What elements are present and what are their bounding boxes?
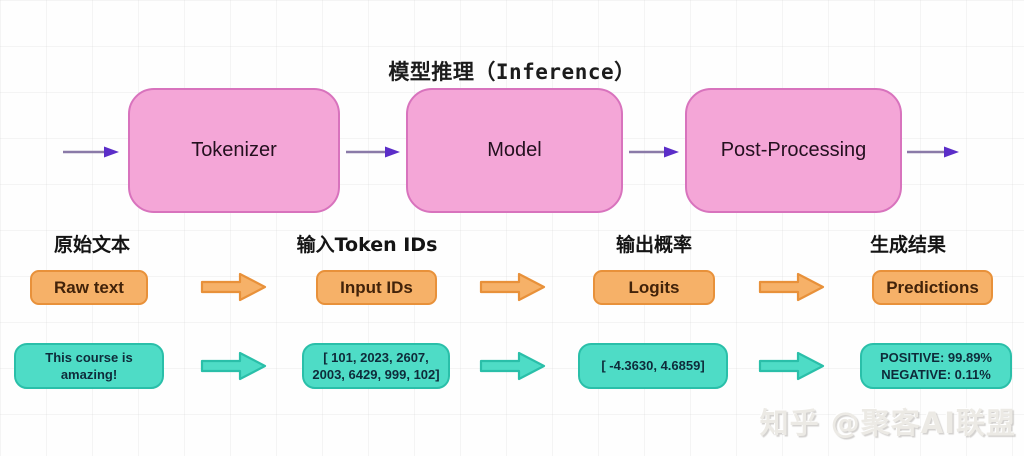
block-arrow-right-icon	[479, 351, 546, 381]
stage-box-post-processing: Post-Processing	[685, 88, 902, 213]
stage-box-tokenizer: Tokenizer	[128, 88, 340, 213]
example-line: This course is	[45, 349, 133, 365]
stage-label: Tokenizer	[191, 139, 277, 161]
example-box-raw-text: This course is amazing!	[14, 343, 164, 389]
example-line: [ 101, 2023, 2607,	[323, 349, 429, 365]
concept-label: Input IDs	[340, 277, 413, 297]
arrow-right-icon	[346, 146, 400, 158]
block-arrow-right-icon	[758, 272, 825, 302]
diagram-title: 模型推理（Inference）	[388, 60, 636, 84]
example-line: 2003, 6429, 999, 102]	[312, 367, 440, 382]
block-arrow-right-icon	[200, 351, 267, 381]
arrow-right-icon	[63, 146, 119, 158]
concept-box-logits: Logits	[593, 270, 715, 305]
arrow-right-icon	[907, 146, 959, 158]
stage-box-model: Model	[406, 88, 623, 213]
zhihu-watermark: 知乎 @聚客AI联盟	[759, 406, 1016, 440]
stage-label: Post-Processing	[720, 139, 867, 161]
row-label-generated-results: 生成结果	[869, 234, 946, 256]
concept-label: Predictions	[886, 277, 979, 297]
block-arrow-right-icon	[758, 351, 825, 381]
concept-box-input-ids: Input IDs	[316, 270, 437, 305]
example-line: amazing!	[60, 367, 118, 382]
row-label-raw-text: 原始文本	[53, 234, 130, 256]
concept-label: Raw text	[54, 277, 124, 297]
example-line: [ -4.3630, 4.6859]	[601, 358, 705, 374]
block-arrow-right-icon	[200, 272, 267, 302]
row-label-output-probabilities: 输出概率	[615, 234, 692, 256]
example-line: NEGATIVE: 0.11%	[881, 367, 991, 382]
concept-box-predictions: Predictions	[872, 270, 993, 305]
stage-label: Model	[487, 139, 542, 161]
example-line: POSITIVE: 99.89%	[880, 349, 992, 365]
block-arrow-right-icon	[479, 272, 546, 302]
example-box-input-ids: [ 101, 2023, 2607, 2003, 6429, 999, 102]	[302, 343, 450, 389]
example-box-logits: [ -4.3630, 4.6859]	[578, 343, 728, 389]
concept-box-raw-text: Raw text	[30, 270, 148, 305]
example-box-predictions: POSITIVE: 99.89% NEGATIVE: 0.11%	[860, 343, 1012, 389]
concept-label: Logits	[628, 277, 680, 297]
row-label-input-token-ids: 输入Token IDs	[296, 234, 438, 256]
arrow-right-icon	[629, 146, 679, 158]
